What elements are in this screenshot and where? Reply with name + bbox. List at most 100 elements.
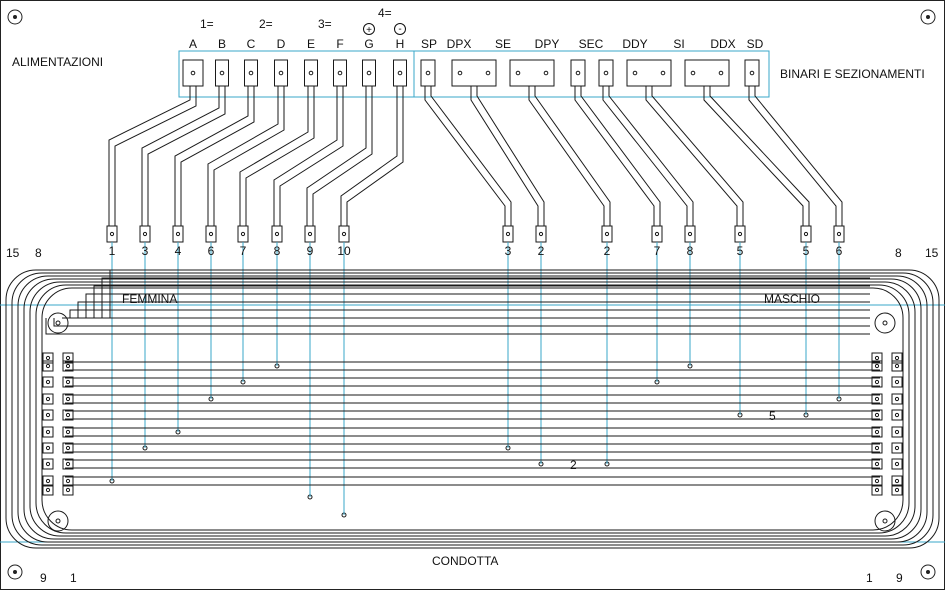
pin-pad bbox=[734, 225, 746, 243]
track-pad bbox=[684, 59, 730, 87]
label-power: ALIMENTAZIONI bbox=[12, 55, 103, 69]
pin-label-right: 5 bbox=[803, 244, 810, 258]
pin-label-left: 10 bbox=[337, 244, 351, 258]
pin-pad bbox=[833, 225, 845, 243]
track-pad bbox=[626, 59, 672, 87]
track-pad bbox=[744, 59, 760, 87]
pin-pad bbox=[304, 225, 316, 243]
terminal-label-ddy: DDY bbox=[622, 37, 647, 51]
pin-pad bbox=[535, 225, 547, 243]
mount-hole-tr bbox=[920, 9, 936, 25]
power-terminal-block bbox=[178, 50, 415, 98]
pin-label-right: 3 bbox=[505, 244, 512, 258]
pad-H bbox=[393, 59, 407, 87]
terminal-label-H: H bbox=[396, 37, 405, 51]
pin-pad bbox=[800, 225, 812, 243]
db15-connectors bbox=[5, 269, 940, 549]
pin-pad bbox=[205, 225, 217, 243]
corner-num-8-right: 8 bbox=[895, 246, 902, 260]
connector-mount-hole bbox=[874, 312, 896, 334]
track-pad bbox=[420, 59, 436, 87]
track-pad bbox=[509, 59, 555, 87]
terminal-label-se: SE bbox=[495, 37, 511, 51]
svg-text:-: - bbox=[398, 24, 401, 35]
track-terminal-block bbox=[413, 50, 770, 98]
track-pad bbox=[598, 59, 614, 87]
label-pipe: CONDOTTA bbox=[432, 554, 498, 568]
corner-num-9-left: 9 bbox=[40, 571, 47, 585]
group-3-label: 3= bbox=[318, 17, 332, 31]
pin-label-right: 2 bbox=[604, 244, 611, 258]
corner-num-9-right: 9 bbox=[896, 571, 903, 585]
terminal-label-D: D bbox=[277, 37, 286, 51]
svg-text:+: + bbox=[366, 25, 372, 36]
pcb-traces bbox=[108, 86, 843, 518]
pin-pad bbox=[684, 225, 696, 243]
track-pad bbox=[451, 59, 497, 87]
connector-mount-hole bbox=[874, 510, 896, 532]
bus-label-2: 2 bbox=[570, 458, 577, 472]
terminal-label-sp: SP bbox=[421, 37, 437, 51]
label-tracks: BINARI E SEZIONAMENTI bbox=[780, 67, 925, 81]
mount-hole-tl bbox=[7, 9, 23, 25]
connector-mount-hole bbox=[47, 510, 69, 532]
track-pad bbox=[744, 59, 760, 87]
group-2-label: 2= bbox=[259, 17, 273, 31]
terminal-blocks bbox=[178, 50, 770, 98]
plus-icon: + bbox=[363, 23, 375, 36]
pin-label-left: 7 bbox=[240, 244, 247, 258]
terminal-label-sd: SD bbox=[747, 37, 764, 51]
corner-num-1-left: 1 bbox=[70, 571, 77, 585]
pad-B bbox=[215, 59, 229, 87]
pin-label-left: 8 bbox=[274, 244, 281, 258]
pin-pad bbox=[502, 225, 514, 243]
terminal-label-B: B bbox=[218, 37, 226, 51]
corner-num-15-left: 15 bbox=[6, 246, 20, 260]
pin-pad bbox=[106, 225, 118, 243]
pin-label-right: 2 bbox=[538, 244, 545, 258]
bus-label-5: 5 bbox=[769, 409, 776, 423]
pin-label-left: 6 bbox=[208, 244, 215, 258]
group-1-label: 1= bbox=[200, 17, 214, 31]
mount-hole-bl bbox=[7, 564, 23, 580]
minus-icon: - bbox=[394, 23, 406, 35]
terminal-label-sec: SEC bbox=[579, 37, 604, 51]
track-pad bbox=[570, 59, 586, 87]
pad-C bbox=[244, 59, 258, 87]
label-male: MASCHIO bbox=[764, 292, 820, 306]
corner-holes bbox=[7, 9, 936, 580]
pin-label-right: 8 bbox=[687, 244, 694, 258]
pin-pad bbox=[338, 225, 350, 243]
pin-label-left: 3 bbox=[142, 244, 149, 258]
corner-num-15-right: 15 bbox=[925, 246, 939, 260]
blue-links bbox=[0, 242, 945, 543]
pin-label-right: 7 bbox=[654, 244, 661, 258]
terminal-label-E: E bbox=[307, 37, 315, 51]
label-female: FEMMINA bbox=[122, 292, 177, 306]
pad-A bbox=[182, 59, 204, 87]
pin-pad bbox=[172, 225, 184, 243]
pin-pad bbox=[237, 225, 249, 243]
terminal-label-F: F bbox=[336, 37, 343, 51]
mount-hole-br bbox=[920, 564, 936, 580]
pin-label-left: 9 bbox=[307, 244, 314, 258]
pin-pad bbox=[651, 225, 663, 243]
terminal-label-A: A bbox=[189, 37, 197, 51]
terminal-label-si: SI bbox=[673, 37, 684, 51]
pin-pad bbox=[271, 225, 283, 243]
group-4-label: 4= bbox=[378, 6, 392, 20]
pin-label-right: 5 bbox=[737, 244, 744, 258]
terminal-label-dpx: DPX bbox=[447, 37, 472, 51]
terminal-label-dpy: DPY bbox=[535, 37, 560, 51]
pin-label-left: 4 bbox=[175, 244, 182, 258]
corner-num-1-right: 1 bbox=[866, 571, 873, 585]
terminal-pads bbox=[106, 59, 845, 243]
pad-F bbox=[333, 59, 347, 87]
pad-D bbox=[274, 59, 288, 87]
pad-G bbox=[362, 59, 376, 87]
terminal-label-G: G bbox=[364, 37, 373, 51]
pad-E bbox=[304, 59, 318, 87]
